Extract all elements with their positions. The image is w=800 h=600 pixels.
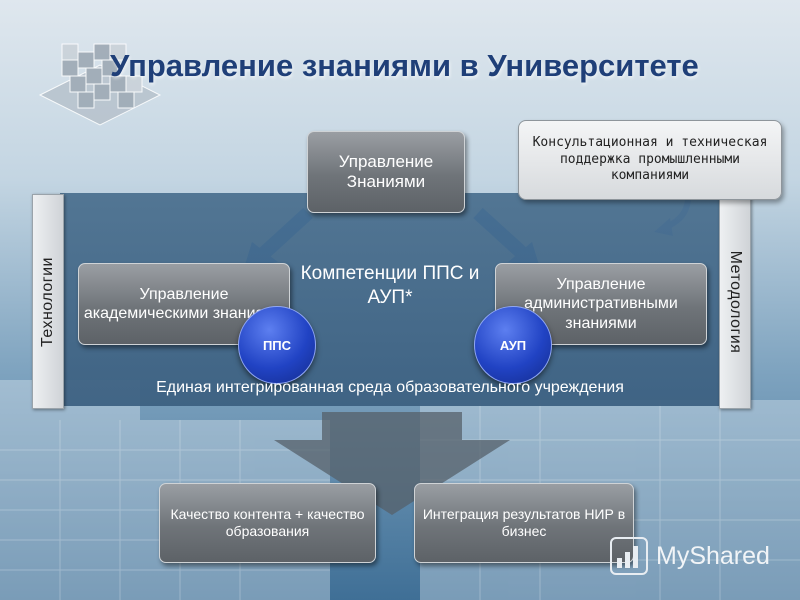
knowledge-management-box: Управление Знаниями xyxy=(307,131,465,213)
consulting-support-callout: Консультационная и техническая поддержка… xyxy=(518,120,782,200)
down-arrow xyxy=(274,412,510,515)
research-integration-text: Интеграция результатов НИР в бизнес xyxy=(422,506,626,539)
aup-badge: АУП xyxy=(474,306,552,384)
technologies-label-bar: Технологии xyxy=(32,194,64,409)
academic-knowledge-text: Управление академическими знаниями xyxy=(83,285,285,322)
watermark-text: MyShared xyxy=(656,541,770,570)
content-quality-box: Качество контента + качество образования xyxy=(159,483,376,563)
aup-badge-text: АУП xyxy=(499,337,527,353)
methodology-label: Методология xyxy=(727,250,744,353)
pps-badge: ППС xyxy=(238,306,316,384)
research-integration-box: Интеграция результатов НИР в бизнес xyxy=(414,483,634,563)
myshared-watermark: MyShared xyxy=(610,537,770,575)
methodology-label-bar: Методология xyxy=(719,194,751,409)
cubes-illustration xyxy=(38,43,162,126)
integrated-environment-caption: Единая интегрированная среда образовател… xyxy=(156,379,624,396)
academic-knowledge-box: Управление академическими знаниями xyxy=(78,263,290,345)
technologies-label: Технологии xyxy=(39,256,56,347)
administrative-knowledge-box: Управление административными знаниями xyxy=(495,263,707,345)
page-title: Управление знаниями в Университете xyxy=(110,48,699,83)
content-quality-text: Качество контента + качество образования xyxy=(170,506,365,539)
bar-chart-icon xyxy=(610,537,648,575)
pps-badge-text: ППС xyxy=(262,337,292,353)
knowledge-management-text: Управление Знаниями xyxy=(338,151,434,191)
administrative-knowledge-text: Управление административными знаниями xyxy=(524,276,678,332)
consulting-support-text: Консультационная и техническая поддержка… xyxy=(532,134,768,184)
competencies-label: Компетенции ППС и АУП* xyxy=(300,263,480,308)
